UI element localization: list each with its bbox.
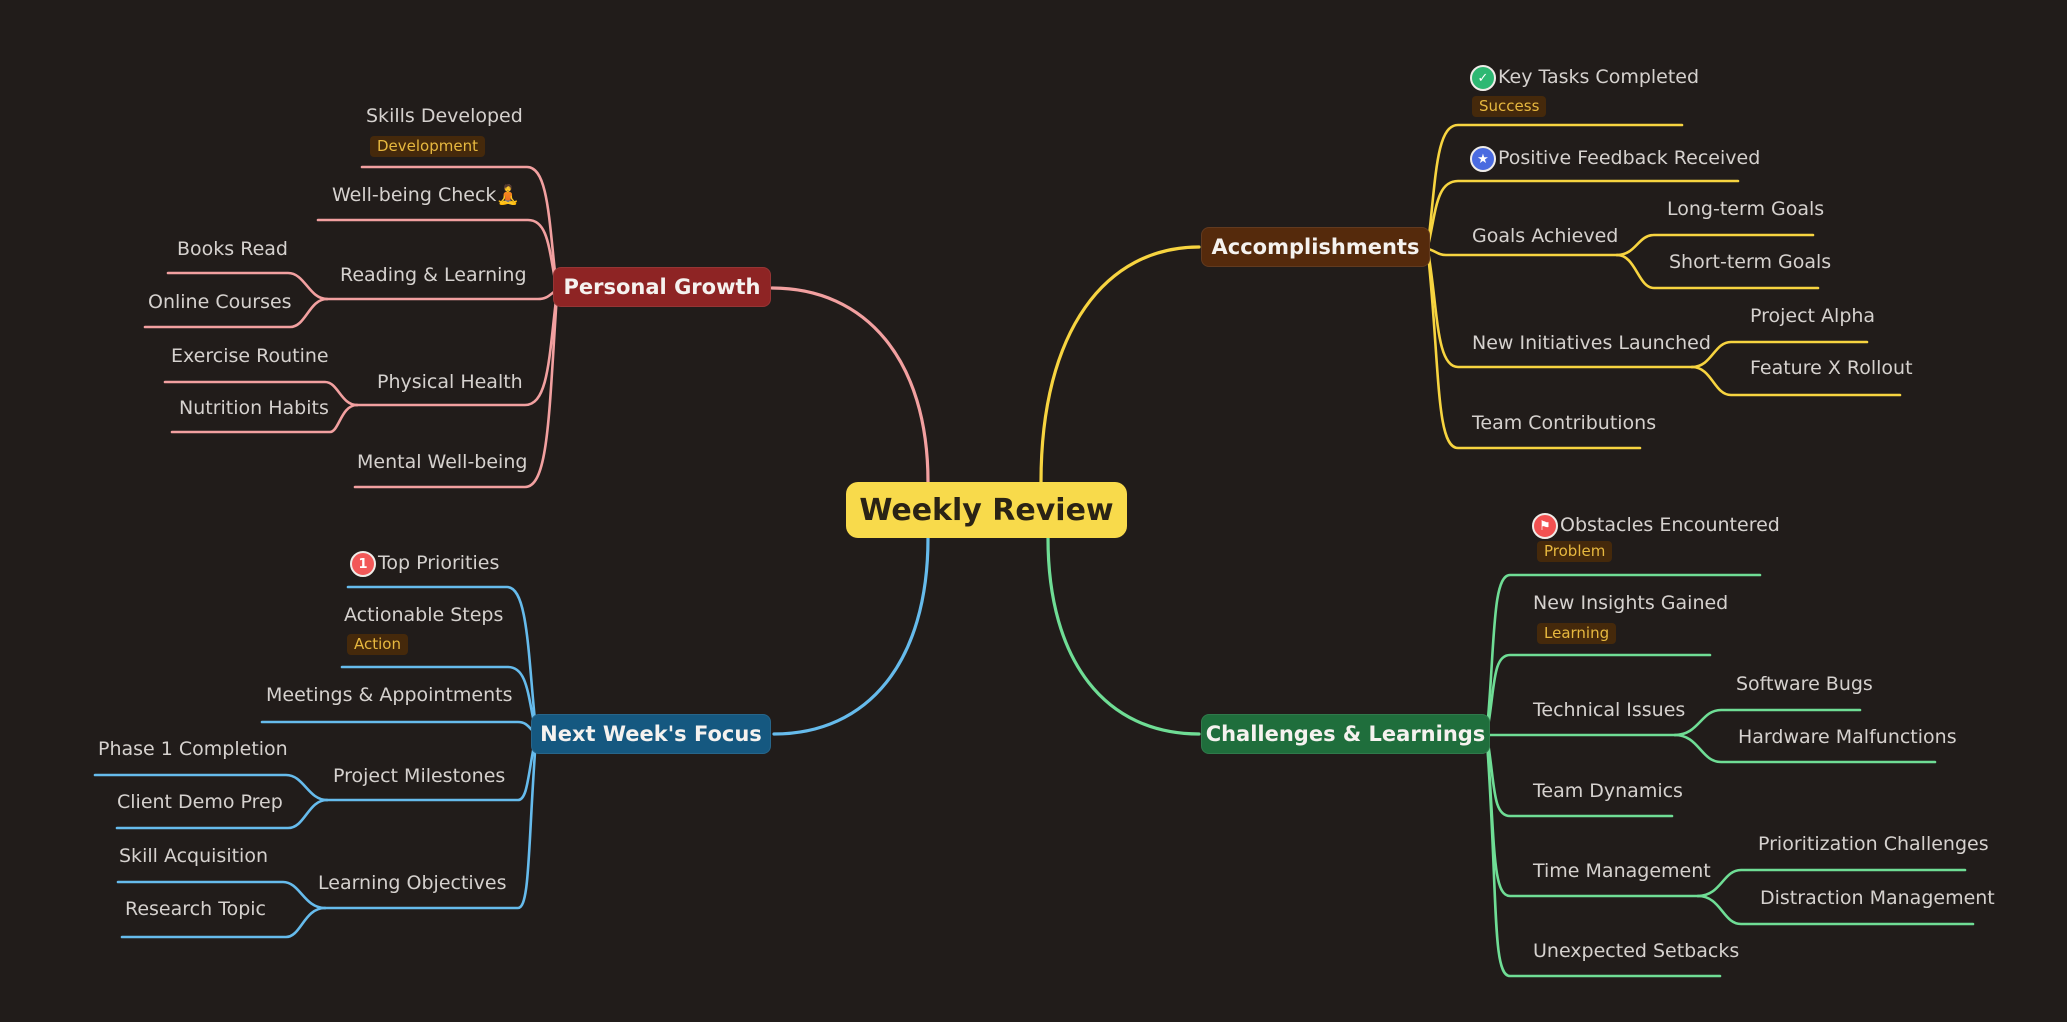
node-label: Obstacles Encountered [1560, 514, 1780, 537]
node-hardware-malfunctions[interactable]: Hardware Malfunctions [1738, 726, 1957, 748]
node-long-term-goals[interactable]: Long-term Goals [1667, 198, 1825, 220]
node-next-weeks-focus[interactable]: Next Week's Focus [531, 714, 771, 754]
node-new-initiatives[interactable]: New Initiatives Launched [1472, 332, 1711, 354]
node-label: Challenges & Learnings [1205, 722, 1486, 746]
node-label: Accomplishments [1211, 235, 1420, 259]
node-mental-wellbeing[interactable]: Mental Well-being [357, 451, 528, 473]
node-wellbeing-check[interactable]: Well-being Check🧘 [332, 184, 521, 206]
node-research-topic[interactable]: Research Topic [125, 898, 266, 920]
node-online-courses[interactable]: Online Courses [148, 291, 292, 313]
node-key-tasks-completed[interactable]: ✓ Key Tasks Completed [1470, 64, 1699, 92]
flag-icon: ⚑ [1532, 513, 1558, 539]
node-accomplishments[interactable]: Accomplishments [1201, 227, 1430, 267]
node-project-alpha[interactable]: Project Alpha [1750, 305, 1876, 327]
node-feature-x-rollout[interactable]: Feature X Rollout [1750, 357, 1913, 379]
badge-problem: Problem [1537, 541, 1613, 562]
link-accomplishments [1039, 245, 1201, 484]
number-one-icon: 1 [350, 551, 376, 577]
badge-development: Development [370, 136, 485, 157]
node-unexpected-setbacks[interactable]: Unexpected Setbacks [1533, 940, 1740, 962]
edges-personal-growth [143, 165, 559, 489]
node-technical-issues[interactable]: Technical Issues [1533, 699, 1686, 721]
node-time-management[interactable]: Time Management [1533, 860, 1711, 882]
node-positive-feedback[interactable]: ★ Positive Feedback Received [1470, 145, 1760, 173]
node-meetings-appointments[interactable]: Meetings & Appointments [266, 684, 513, 706]
node-team-contributions[interactable]: Team Contributions [1472, 412, 1657, 434]
node-obstacles-encountered[interactable]: ⚑ Obstacles Encountered [1532, 512, 1780, 540]
node-client-demo-prep[interactable]: Client Demo Prep [117, 791, 283, 813]
node-team-dynamics[interactable]: Team Dynamics [1533, 780, 1683, 802]
star-icon: ★ [1470, 146, 1496, 172]
node-skills-developed[interactable]: Skills Developed [366, 105, 523, 127]
node-new-insights[interactable]: New Insights Gained [1533, 592, 1729, 614]
node-label: Key Tasks Completed [1498, 66, 1700, 89]
node-goals-achieved[interactable]: Goals Achieved [1472, 225, 1619, 247]
link-challenges [1046, 536, 1201, 736]
node-learning-objectives[interactable]: Learning Objectives [318, 872, 507, 894]
edges-accomplishments [1426, 123, 1902, 450]
node-software-bugs[interactable]: Software Bugs [1736, 673, 1873, 695]
check-icon: ✓ [1470, 65, 1496, 91]
node-actionable-steps[interactable]: Actionable Steps [344, 604, 504, 626]
node-label: Positive Feedback Received [1498, 147, 1761, 170]
node-label: Next Week's Focus [540, 722, 762, 746]
node-nutrition-habits[interactable]: Nutrition Habits [179, 397, 329, 419]
node-short-term-goals[interactable]: Short-term Goals [1669, 251, 1832, 273]
node-physical-health[interactable]: Physical Health [377, 371, 523, 393]
node-challenges-learnings[interactable]: Challenges & Learnings [1201, 714, 1490, 754]
node-phase-1-completion[interactable]: Phase 1 Completion [98, 738, 288, 760]
root-label: Weekly Review [859, 492, 1114, 528]
node-reading-learning[interactable]: Reading & Learning [340, 264, 527, 286]
link-next-week [772, 536, 930, 736]
node-books-read[interactable]: Books Read [177, 238, 288, 260]
node-top-priorities[interactable]: 1 Top Priorities [350, 550, 499, 578]
node-prioritization-challenges[interactable]: Prioritization Challenges [1758, 833, 1989, 855]
node-label: Personal Growth [563, 275, 761, 299]
node-label: Top Priorities [378, 552, 500, 575]
node-distraction-management[interactable]: Distraction Management [1760, 887, 1995, 909]
node-project-milestones[interactable]: Project Milestones [333, 765, 506, 787]
badge-action: Action [347, 634, 408, 655]
badge-learning: Learning [1537, 623, 1617, 644]
link-personal-growth [770, 286, 930, 484]
node-exercise-routine[interactable]: Exercise Routine [171, 345, 329, 367]
root-node[interactable]: Weekly Review [846, 482, 1127, 538]
node-skill-acquisition[interactable]: Skill Acquisition [119, 845, 269, 867]
node-personal-growth[interactable]: Personal Growth [553, 267, 771, 307]
badge-success: Success [1472, 96, 1547, 117]
